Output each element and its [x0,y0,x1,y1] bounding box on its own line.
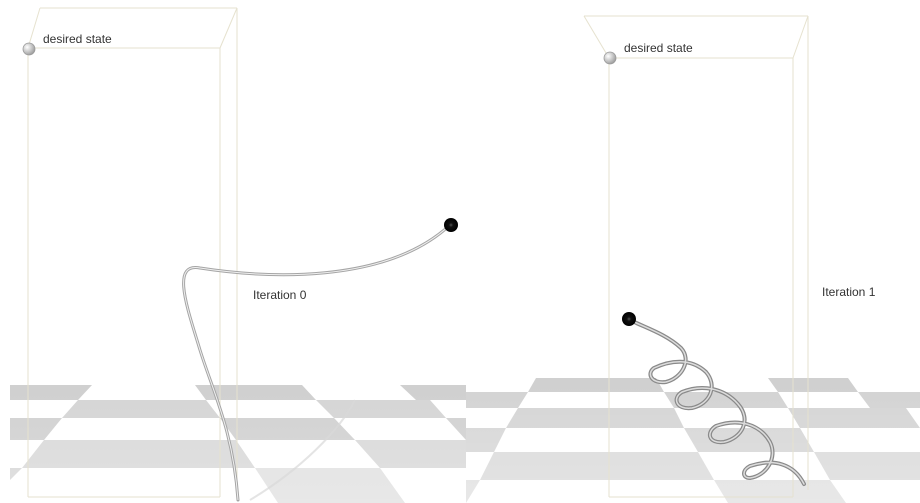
checkered-floor [466,372,920,503]
iteration-label: Iteration 0 [253,288,306,302]
target-sphere-icon [604,52,616,64]
desired-state-label: desired state [43,32,112,46]
desired-state-label: desired state [624,41,693,55]
panel-iteration-1: desired state Iteration 1 [466,0,920,503]
target-sphere-icon [23,43,35,55]
iteration-label: Iteration 1 [822,285,875,299]
checkered-floor [0,380,466,503]
scene-iteration-0 [0,0,466,503]
end-ball-icon [622,312,636,326]
panel-iteration-0: desired state Iteration 0 [0,0,466,503]
end-ball-icon [444,218,458,232]
scene-iteration-1 [466,0,920,503]
